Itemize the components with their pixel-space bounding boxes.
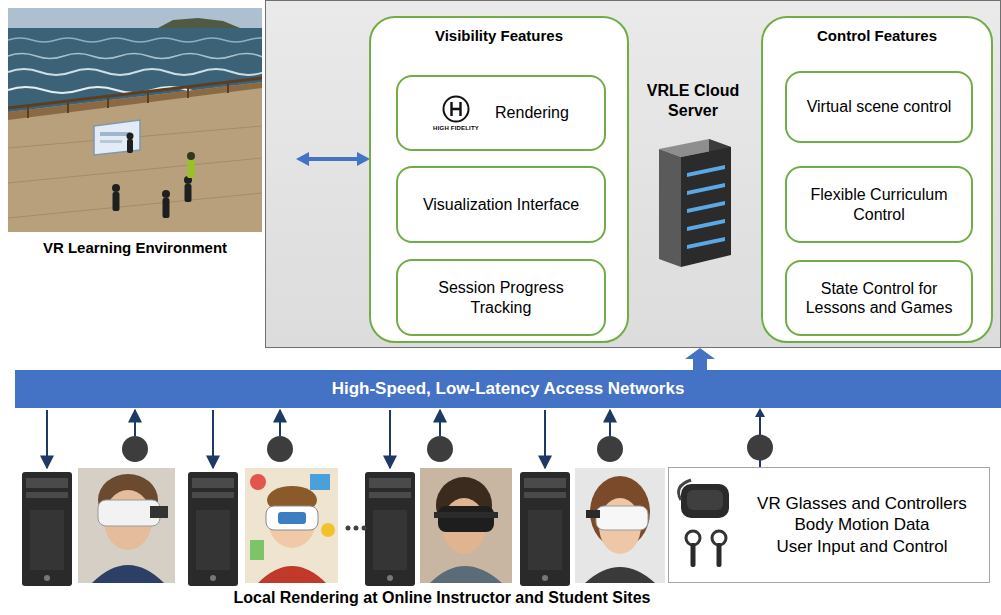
feature-box: Session Progress Tracking <box>396 259 606 336</box>
more-sites-dots <box>346 526 367 531</box>
feature-label: Rendering <box>495 103 569 122</box>
pc-tower <box>22 472 72 586</box>
feature-label: State Control for Lessons and Games <box>805 279 953 317</box>
server-light <box>687 165 725 177</box>
feature-group: Control FeaturesVirtual scene controlFle… <box>761 16 993 343</box>
server-light <box>687 183 725 195</box>
up-link-arrow <box>135 410 610 436</box>
server-front <box>681 147 731 267</box>
connector-shaft <box>693 359 707 370</box>
figure-caption: VR Learning Environment <box>8 239 262 256</box>
logo-text: HIGH FIDELITY <box>433 125 479 132</box>
pc-tower <box>188 472 238 586</box>
device-label: VR Glasses and Controllers <box>757 493 967 514</box>
connector <box>747 408 773 467</box>
feature-group: Visibility FeaturesHIGH FIDELITY Renderin… <box>369 16 629 343</box>
network-band: High-Speed, Low-Latency Access Networks <box>15 370 1001 408</box>
vr-scene-illustration <box>8 8 262 232</box>
feature-label: Visualization Interface <box>423 195 579 214</box>
headset-face <box>687 490 723 510</box>
headset-body <box>681 484 729 518</box>
link-dot <box>122 436 623 462</box>
connector-dot <box>747 435 773 461</box>
feature-box: HIGH FIDELITY Rendering <box>396 75 606 151</box>
high-fidelity-logo <box>441 94 471 124</box>
arrow-head <box>296 152 309 166</box>
server-light <box>687 201 725 213</box>
headset-icon <box>675 476 739 576</box>
logo-mark <box>452 102 461 116</box>
device-box: VR Glasses and ControllersBody Motion Da… <box>668 467 990 583</box>
feature-label: Virtual scene control <box>807 97 952 116</box>
cloud-server-panel: VRLE Cloud ServerVisibility FeaturesHIGH… <box>265 0 1001 348</box>
connector <box>685 348 715 370</box>
vr-user-photo <box>245 468 338 583</box>
device-text-block: VR Glasses and ControllersBody Motion Da… <box>739 468 985 582</box>
group-title: Control Features <box>763 27 991 44</box>
group-title: Visibility Features <box>371 27 627 44</box>
down-link-arrow <box>47 410 545 468</box>
server-light <box>687 219 725 231</box>
controller-grip <box>717 543 722 567</box>
headset-strap <box>679 480 691 500</box>
feature-label: Flexible Curriculum Control <box>805 185 953 223</box>
server-icon <box>649 137 739 271</box>
feature-box: Flexible Curriculum Control <box>785 166 973 243</box>
vr-user-photo <box>420 468 512 583</box>
figure-caption: Local Rendering at Online Instructor and… <box>100 589 784 607</box>
server-label: VRLE Cloud Server <box>628 81 758 121</box>
pc-tower <box>365 472 415 586</box>
pc-tower <box>520 472 570 586</box>
connector-arrowhead <box>685 348 715 359</box>
device-label: Body Motion Data <box>794 514 929 535</box>
logo-ring <box>444 96 469 121</box>
controller-grip <box>691 543 696 567</box>
controller-ring <box>712 531 726 545</box>
vr-user-photo <box>78 468 175 583</box>
feature-box: Virtual scene control <box>785 71 973 143</box>
arrow-shaft <box>306 157 360 161</box>
band-label: High-Speed, Low-Latency Access Networks <box>332 379 685 399</box>
feature-box: Visualization Interface <box>396 166 606 243</box>
device-label: User Input and Control <box>776 536 947 557</box>
connector-arrowhead <box>755 408 765 417</box>
double-arrow <box>296 149 370 169</box>
logo-block: HIGH FIDELITY <box>433 94 479 132</box>
feature-box: State Control for Lessons and Games <box>785 260 973 336</box>
controller-ring <box>686 531 700 545</box>
server-side <box>659 149 681 267</box>
server-light <box>687 237 725 249</box>
vr-user-photo <box>575 468 665 583</box>
feature-label: Session Progress Tracking <box>416 278 586 316</box>
